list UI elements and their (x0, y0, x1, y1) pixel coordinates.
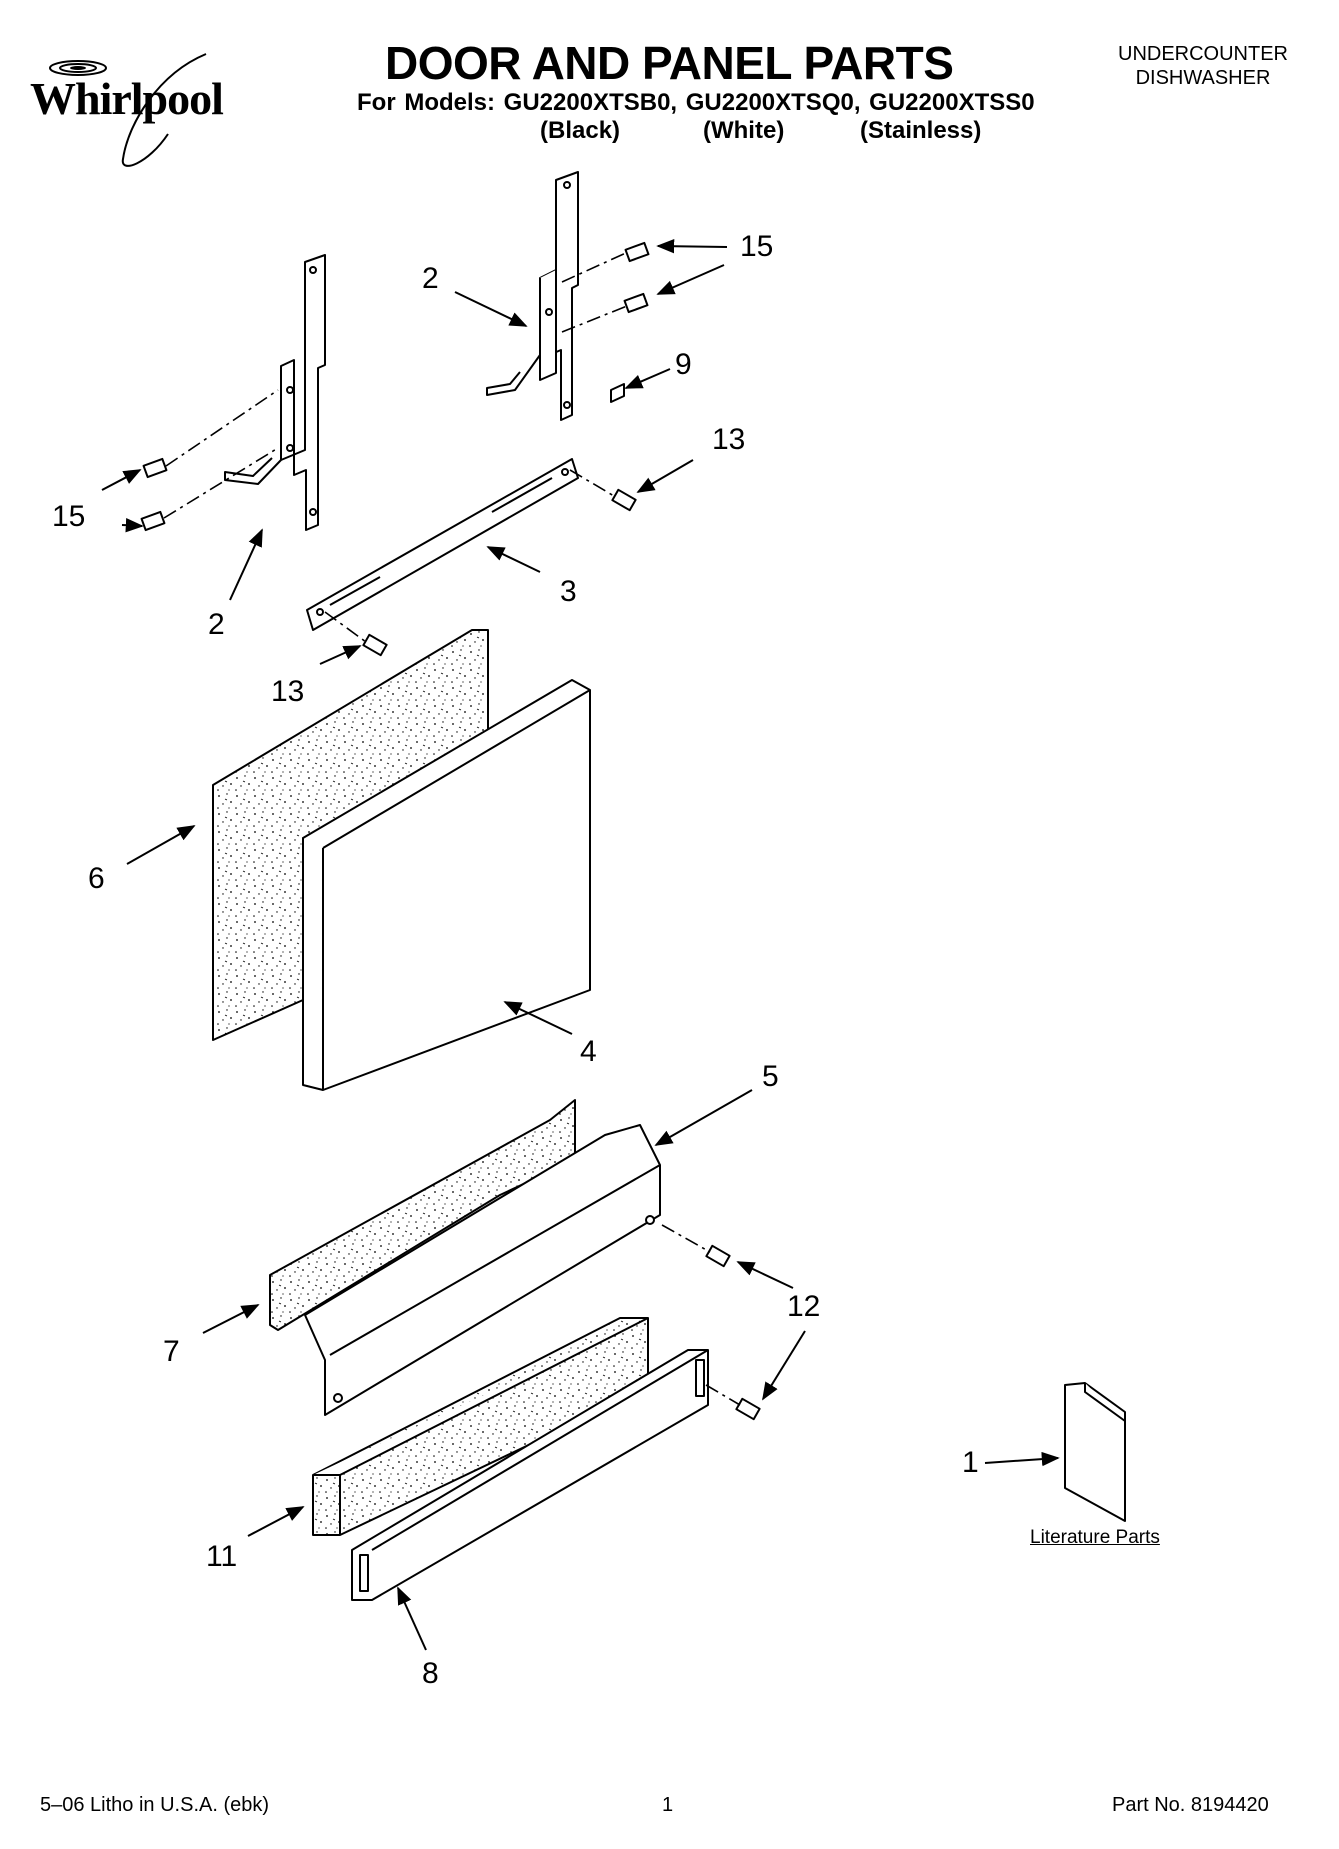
callout-12: 12 (787, 1290, 821, 1323)
lower-insulation (312, 1317, 649, 1536)
page-title: DOOR AND PANEL PARTS (385, 37, 954, 89)
hinge-bracket-left (224, 254, 326, 531)
screw-13-right (611, 488, 637, 512)
variant-white: (White) (703, 117, 785, 144)
whirlpool-swirl-logo-icon (49, 53, 207, 167)
callout-6: 6 (88, 862, 105, 895)
hinge-plate (306, 458, 579, 631)
leader-2-top (454, 291, 528, 327)
models-line: For Models: GU2200XTSB0, GU2200XTSQ0, GU… (357, 89, 1035, 116)
screw-12-upper (705, 1244, 731, 1268)
footer-page-number: 1 (662, 1794, 674, 1816)
callout-15-top: 15 (740, 230, 774, 263)
product-type-line-1: UNDERCOUNTER (1118, 43, 1288, 65)
brand-logo-text: Whirlpool (30, 73, 224, 124)
screw-15-top-b (623, 292, 649, 314)
callout-5: 5 (762, 1060, 779, 1093)
leader-13-left (319, 645, 362, 665)
callout-9: 9 (675, 348, 692, 381)
leader-1 (984, 1451, 1060, 1467)
leader-8 (397, 1586, 427, 1651)
callout-3: 3 (560, 575, 577, 608)
callout-15-left: 15 (52, 500, 86, 533)
leader-12-lower (762, 1330, 806, 1401)
leader-15-left-b (121, 517, 144, 533)
callout-8: 8 (422, 1657, 439, 1690)
product-type-line-2: DISHWASHER (1135, 67, 1271, 89)
callout-2-top: 2 (422, 262, 439, 295)
leader-13-right (636, 459, 694, 493)
screw-13-left (362, 633, 388, 657)
clip-9 (610, 383, 625, 403)
leader-15-left-a (101, 469, 142, 491)
toe-panel (351, 1349, 709, 1601)
leader-9 (624, 368, 671, 389)
leader-15-top-b (656, 264, 725, 295)
leader-7 (202, 1304, 260, 1334)
screw-12-lower (735, 1397, 761, 1421)
callout-7: 7 (163, 1335, 180, 1368)
variant-black: (Black) (540, 117, 621, 144)
footer-litho: 5–06 Litho in U.S.A. (ebk) (40, 1794, 270, 1816)
callout-13-left: 13 (271, 675, 305, 708)
leader-12-upper (736, 1261, 794, 1289)
hinge-bracket-right (486, 171, 579, 421)
footer-part-number: Part No. 8194420 (1112, 1794, 1269, 1816)
literature-parts-label: Literature Parts (1030, 1527, 1160, 1548)
leader-2-left (229, 528, 263, 601)
outer-door-panel (302, 679, 591, 1091)
callout-2-left: 2 (208, 608, 225, 641)
literature-booklet (1064, 1382, 1126, 1522)
leader-15-top-a (656, 239, 728, 254)
leader-3 (486, 546, 541, 573)
callout-11: 11 (206, 1540, 238, 1573)
callout-13-right: 13 (712, 423, 746, 456)
screw-15-top-a (624, 241, 650, 263)
screw-15-left-a (142, 457, 168, 479)
leader-11 (247, 1506, 305, 1537)
callout-4: 4 (580, 1035, 597, 1068)
screw-15-left-b (140, 510, 166, 532)
variant-stainless: (Stainless) (860, 117, 982, 144)
leader-4 (503, 1001, 573, 1035)
leader-6 (126, 825, 196, 865)
access-panel (304, 1124, 661, 1416)
leader-5 (654, 1089, 753, 1146)
product-type: UNDERCOUNTER DISHWASHER (1118, 42, 1288, 90)
callout-1: 1 (962, 1446, 979, 1479)
